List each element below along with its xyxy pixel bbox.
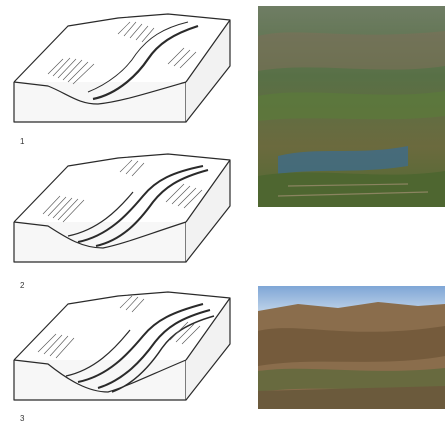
block-diagram-3 xyxy=(13,291,231,401)
block-diagram-2 xyxy=(13,153,231,263)
block-diagram-1 xyxy=(13,13,231,123)
valley-photo-top xyxy=(258,6,445,207)
terrace-stage-2-diagram xyxy=(8,144,238,279)
stage-label: 3 xyxy=(20,414,25,423)
valley-photo-top-image xyxy=(258,6,445,207)
stage-label: 1 xyxy=(20,137,25,146)
terrace-stage-1-diagram xyxy=(8,4,238,139)
canyon-photo-bottom-image xyxy=(258,286,445,409)
canyon-photo-bottom xyxy=(258,286,445,409)
stage-label: 2 xyxy=(20,281,25,290)
terrace-stage-3-diagram xyxy=(8,282,238,417)
